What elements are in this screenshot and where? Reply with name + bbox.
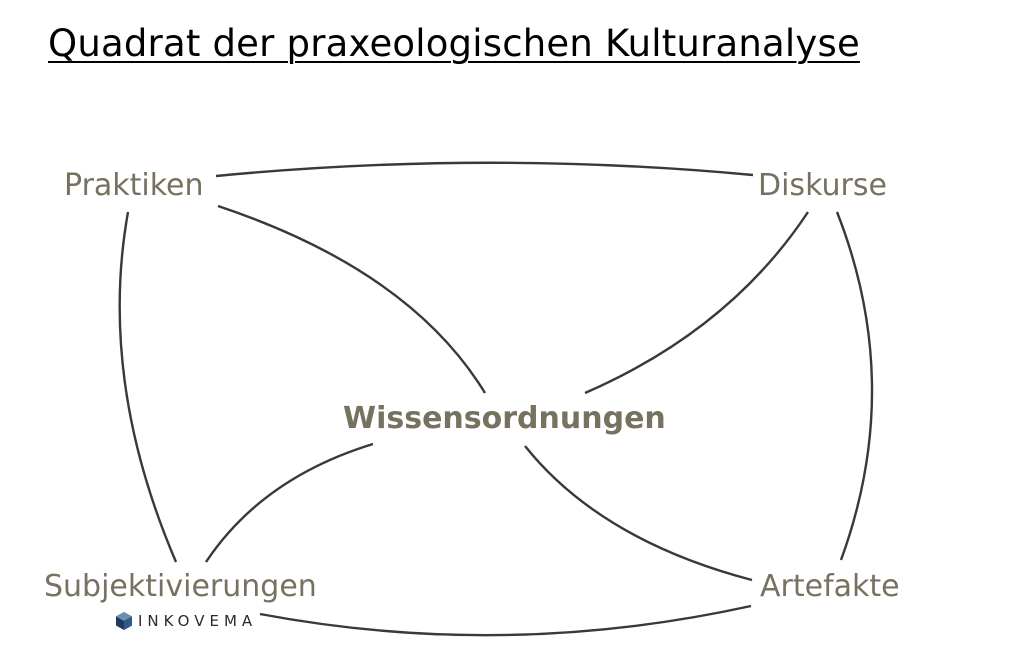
center-wissensordnungen: Wissensordnungen [343, 401, 666, 436]
link-diskurse-artefakte [835, 211, 874, 561]
link-artefakte-wissensordnungen [524, 445, 753, 582]
link-subjektivierungen-wissensordnungen [205, 442, 374, 563]
hexagon-cube-icon [116, 612, 132, 630]
link-diskurse-wissensordnungen [584, 211, 810, 395]
logo: INKOVEMA [116, 612, 257, 630]
logo-text: INKOVEMA [138, 612, 258, 630]
link-praktiken-wissensordnungen [217, 204, 487, 394]
node-artefakte: Artefakte [760, 569, 900, 604]
link-praktiken-diskurse [215, 161, 754, 178]
page-title: Quadrat der praxeologischen Kulturanalys… [48, 22, 860, 65]
node-subjektivierungen: Subjektivierungen [44, 569, 317, 604]
link-subjektivierungen-artefakte [259, 604, 752, 637]
node-praktiken: Praktiken [64, 168, 204, 203]
node-diskurse: Diskurse [758, 168, 887, 203]
link-praktiken-subjektivierungen [118, 211, 178, 563]
